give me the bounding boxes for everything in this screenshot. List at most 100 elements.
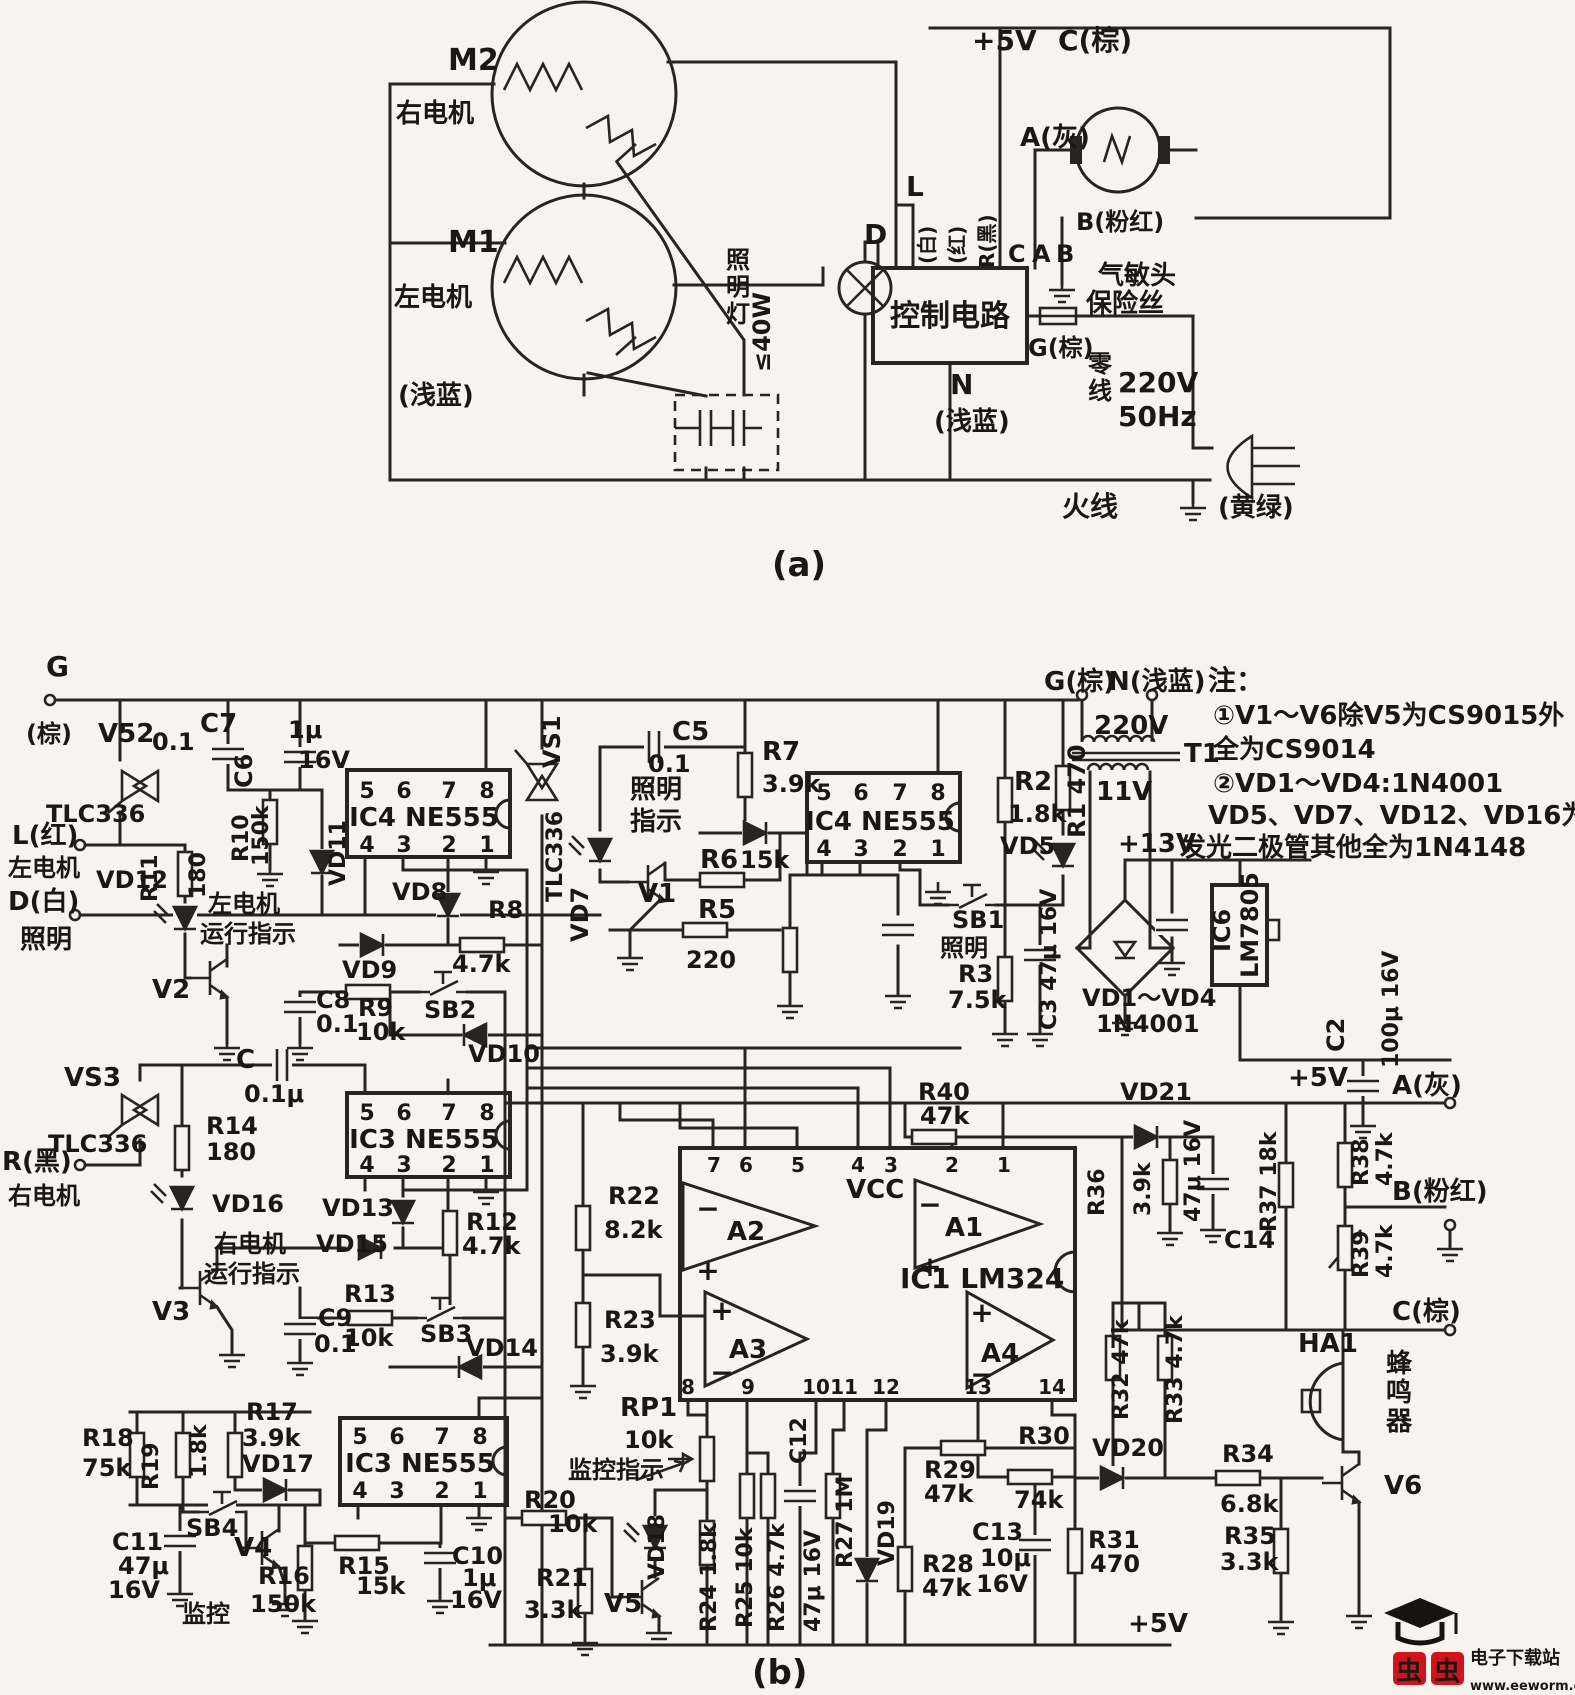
schematic-label: R14 <box>206 1112 258 1140</box>
label-buzzer: 蜂鸣器 <box>1385 1349 1413 1437</box>
schematic-label: V1 <box>638 879 676 909</box>
caption-b: (b) <box>752 1653 807 1693</box>
resistor-r29 <box>939 1439 987 1457</box>
schematic-label: 1 <box>479 1153 494 1178</box>
schematic-label: ≤40W <box>748 292 776 372</box>
schematic-label: VD20 <box>1092 1434 1164 1462</box>
schematic-label: 1 <box>472 1479 487 1504</box>
schematic-label: R1 470 <box>1063 744 1091 838</box>
wiring-part-b-left <box>83 1063 709 1642</box>
watermark-url: www.eeworm.com <box>1470 1679 1575 1694</box>
schematic-label: C <box>1008 240 1026 268</box>
resistor-r23 <box>574 1301 592 1349</box>
resistor-r17 <box>226 1431 244 1479</box>
label-control-circuit: 控制电路 <box>890 299 1011 334</box>
ic4b-ne555-box <box>805 771 962 864</box>
schematic-label: 10k <box>356 1018 406 1046</box>
schematic-label: C2 <box>1322 1018 1350 1052</box>
schematic-label: 11 <box>830 1375 858 1399</box>
schematic-label: R37 18k <box>1257 1130 1282 1232</box>
schematic-label: A2 <box>727 1217 765 1247</box>
label-terminal-c: C(棕) <box>1392 1296 1461 1327</box>
resistor-r26 <box>759 1472 777 1520</box>
schematic-label: 2 <box>441 833 456 858</box>
eeworm-logo-tile <box>1431 1652 1464 1685</box>
schematic-label: 9 <box>741 1375 755 1399</box>
capacitor-c12 <box>781 1484 819 1508</box>
schematic-label: 4.7k <box>462 1232 522 1260</box>
schematic-label: L <box>906 170 924 203</box>
schematic-label: − <box>696 1192 719 1225</box>
schematic-label: 14 <box>1038 1375 1066 1399</box>
schematic-label: 0.1 <box>314 1330 357 1358</box>
schematic-label: R6 <box>700 845 738 875</box>
schematic-label: 1μ <box>288 716 322 744</box>
diode-vd21 <box>1131 1123 1161 1151</box>
schematic-label: 10k <box>548 1510 598 1538</box>
capacitor-box-dashed <box>673 393 780 472</box>
label-notes: 注： <box>1208 664 1264 697</box>
schematic-label: 150k <box>249 804 274 866</box>
schematic-label: VD8 <box>392 878 447 906</box>
schematic-label: R2 <box>1014 767 1052 797</box>
schematic-label: C8 <box>316 986 350 1014</box>
ground <box>1155 1221 1185 1247</box>
graduation-cap-icon <box>1384 1598 1456 1628</box>
schematic-label: ①V1～V6除V5为CS9015外 <box>1213 700 1564 731</box>
schematic-label: C5 <box>672 717 709 747</box>
wiring-part-a <box>388 26 1392 504</box>
ground <box>255 862 285 888</box>
label-terminal-b: B(粉红) <box>1392 1176 1488 1207</box>
schematic-label: 16V <box>298 746 350 774</box>
schematic-label: R27 1M <box>833 1476 858 1568</box>
schematic-label: 3.9k <box>600 1340 660 1368</box>
schematic-label: − <box>970 1358 993 1391</box>
capacitor-c2 <box>1344 1074 1382 1098</box>
schematic-label: VD11 <box>326 820 351 886</box>
schematic-label: 75k <box>82 1454 132 1482</box>
label-m2: M2 <box>448 43 499 78</box>
schematic-label: − <box>710 1356 733 1389</box>
schematic-label: 零线 <box>1087 350 1113 405</box>
schematic-label: + <box>696 1254 719 1287</box>
rp1-wiper-arrow <box>668 1451 695 1467</box>
schematic-label: 6.8k <box>1220 1490 1280 1518</box>
label-ic3-ne555: IC3 NE555 <box>349 1125 499 1155</box>
ic1-lm324-box <box>678 1146 1077 1402</box>
schematic-label: 16V <box>976 1570 1028 1598</box>
schematic-label: (红) <box>945 226 969 264</box>
schematic-label: 10μ <box>980 1544 1031 1572</box>
schematic-label: R26 4.7k <box>765 1522 790 1632</box>
schematic-label: 6 <box>739 1153 753 1177</box>
schematic-label: TLC336 <box>46 800 145 828</box>
schematic-label: +5V <box>1288 1063 1348 1093</box>
schematic-label: 47k <box>920 1102 970 1130</box>
schematic-label: 6 <box>396 779 411 804</box>
schematic-label: 12 <box>872 1375 900 1399</box>
schematic-label: R13 <box>344 1280 396 1308</box>
schematic-label: 6 <box>396 1101 411 1126</box>
schematic-label: VD14 <box>466 1334 538 1362</box>
schematic-label: R17 <box>246 1398 298 1426</box>
schematic-label: 1.8k <box>1008 800 1068 828</box>
resistor-r6 <box>698 871 746 889</box>
schematic-label: A1 <box>945 1213 983 1243</box>
resistor-r31 <box>1066 1527 1084 1575</box>
schematic-label: 2 <box>441 1153 456 1178</box>
label-monitor: 监控 <box>182 1600 230 1628</box>
schematic-label: B(粉红) <box>1076 208 1164 236</box>
schematic-label: 5 <box>816 781 831 806</box>
schematic-label: 5 <box>352 1425 367 1450</box>
schematic-label: 4 <box>352 1479 367 1504</box>
schematic-label: 2 <box>892 837 907 862</box>
gas-sensor-element <box>1102 132 1132 166</box>
schematic-label: R7 <box>762 737 800 767</box>
schematic-label: V52 <box>98 719 154 749</box>
schematic-label: 47μ <box>118 1552 169 1580</box>
schematic-label: R25 10k <box>733 1526 758 1628</box>
schematic-label: (黄绿) <box>1218 493 1294 523</box>
schematic-label: 2 <box>434 1479 449 1504</box>
transistor-v2 <box>188 957 229 1000</box>
schematic-label: 照明 <box>20 925 72 955</box>
